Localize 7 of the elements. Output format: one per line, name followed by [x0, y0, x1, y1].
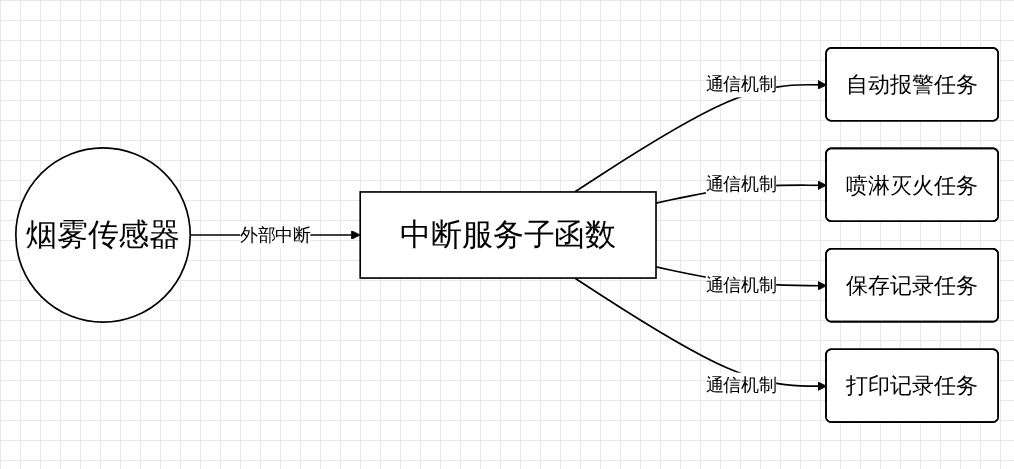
edge-label: 通信机制 — [705, 173, 777, 195]
node-box: 中断服务子函数 — [359, 190, 657, 279]
edge-label: 通信机制 — [705, 273, 777, 295]
edge-label: 外部中断 — [239, 223, 311, 245]
edge-label: 通信机制 — [705, 374, 777, 396]
node-circle: 烟雾传感器 — [15, 146, 192, 323]
edge-label: 通信机制 — [705, 72, 777, 94]
